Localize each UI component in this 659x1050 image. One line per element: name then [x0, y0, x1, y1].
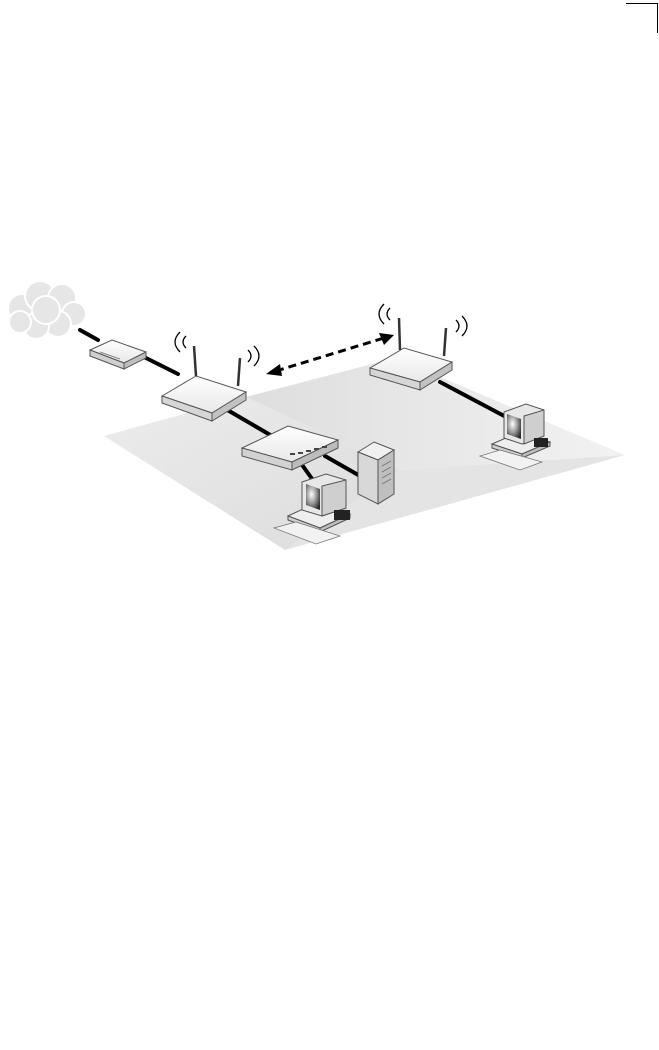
- page-corner-mark: [626, 3, 658, 33]
- network-diagram: [0, 270, 659, 560]
- server-icon: [358, 442, 394, 504]
- access-point-icon-2: [370, 304, 467, 390]
- modem-icon: [90, 340, 146, 369]
- cloud-icon: [8, 281, 86, 339]
